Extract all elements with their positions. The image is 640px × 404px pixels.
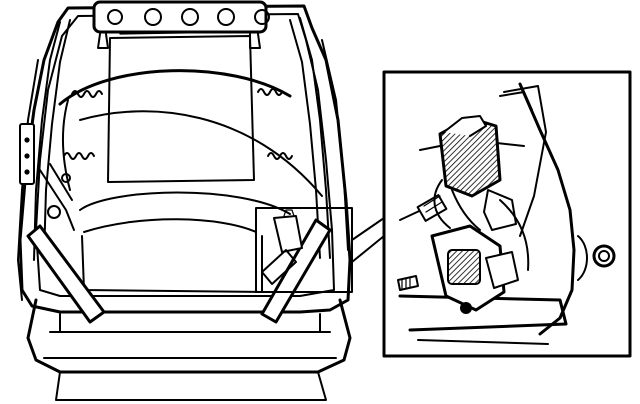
headrest-hole (107, 9, 123, 25)
seat-base (26, 298, 352, 401)
headrest-hole (217, 8, 235, 26)
cushion-contour (79, 191, 291, 293)
spring-right-lower (267, 152, 293, 160)
motor-detail-inset (382, 70, 632, 358)
spring-left-lower (63, 152, 95, 160)
callout-leader (351, 235, 385, 263)
gear-housing (430, 224, 519, 314)
spring-left-upper (71, 90, 103, 98)
diagonal-struts (26, 218, 332, 324)
headrest-bar (92, 0, 270, 49)
support-wires (58, 69, 323, 197)
callout-leader (351, 217, 385, 241)
headrest-hole (144, 8, 162, 26)
headrest-hole (181, 8, 199, 26)
mounting-screw (397, 275, 419, 291)
spring-right-upper (257, 88, 283, 96)
connector-plug (416, 194, 448, 222)
detail-source-box (255, 207, 353, 293)
seat-back-frame (17, 4, 352, 314)
grommet-ring (592, 244, 616, 268)
headrest-hole (254, 9, 270, 25)
back-panel (107, 31, 255, 183)
seat-motor (438, 115, 517, 231)
left-bracket (19, 123, 75, 231)
springs (63, 88, 293, 160)
